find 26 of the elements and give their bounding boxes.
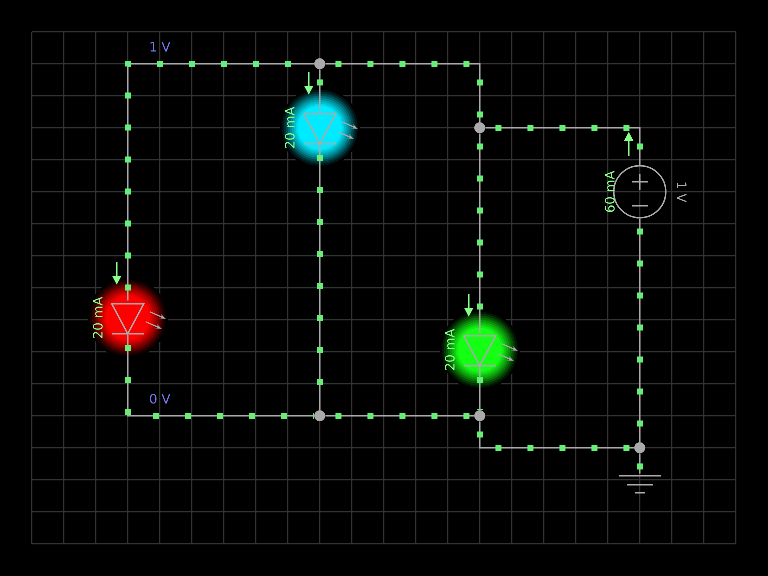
wire <box>326 413 474 419</box>
wire <box>477 422 634 451</box>
wire <box>637 454 643 474</box>
junction-dot <box>474 410 486 422</box>
current-label: 20 mA <box>93 297 103 338</box>
wire <box>486 125 643 166</box>
wire <box>317 70 323 111</box>
junction-dot <box>634 442 646 454</box>
current-label: 20 mA <box>285 107 295 148</box>
current-label: 20 mA <box>445 329 455 370</box>
wire <box>317 145 323 410</box>
voltage-label: 1 V <box>677 182 687 203</box>
wire <box>125 61 314 301</box>
wire <box>477 367 483 410</box>
current-label: 60 mA <box>605 171 615 212</box>
voltage-label: 0 V <box>150 394 171 404</box>
junction-dot <box>474 122 486 134</box>
wire <box>326 61 483 122</box>
wire <box>637 218 643 442</box>
junction-dot <box>314 410 326 422</box>
ground-symbol <box>618 475 662 494</box>
junction-dot <box>314 58 326 70</box>
voltage-label: 1 V <box>150 42 171 52</box>
wire <box>125 335 314 419</box>
voltage-source <box>613 165 667 219</box>
wire <box>477 134 483 333</box>
